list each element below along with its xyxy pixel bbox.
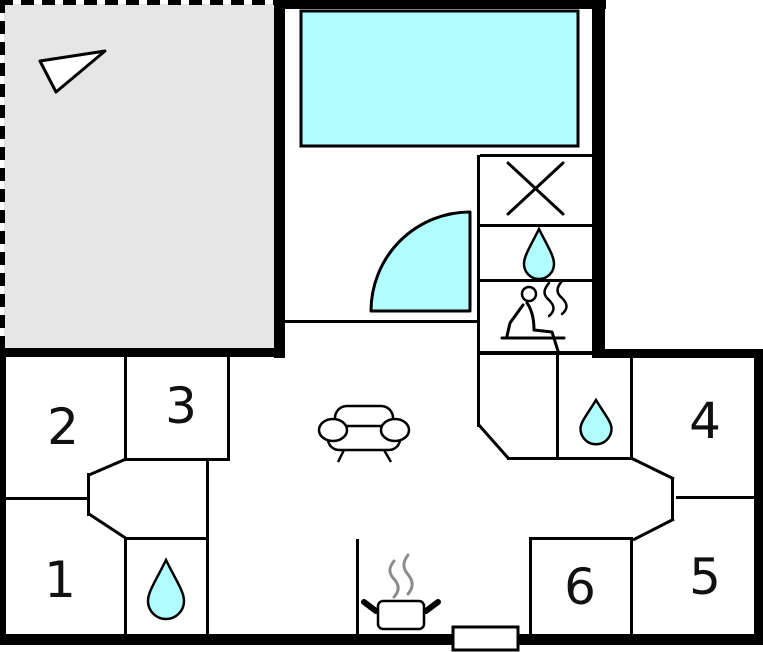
wall-pool-room-bottom [284, 320, 480, 323]
interior-walls [0, 154, 755, 637]
room-label-3: 3 [165, 377, 197, 435]
wall-hall-end [671, 478, 674, 521]
wall-left-vestibule-chamfer-top [88, 457, 127, 477]
wall-top [274, 0, 606, 9]
wall-bath-column-left [477, 155, 480, 427]
wall-living-left [206, 458, 209, 637]
wall-room3-right [227, 357, 230, 461]
door-swing-icon [369, 210, 472, 313]
wall-xroom-bottom [480, 224, 592, 227]
sofa-icon [317, 404, 411, 463]
wall-bathroom-left [124, 537, 127, 637]
wall-room3-bottom [124, 458, 230, 461]
wall-room1-room2-divider [0, 497, 89, 500]
wall-right-wing-top [592, 349, 763, 358]
north-arrow-icon [38, 49, 107, 94]
wall-left-wing-top [0, 348, 284, 357]
wall-right [754, 349, 763, 645]
wall-bottom [0, 634, 763, 645]
water-drop-icon-bathroom [146, 557, 186, 621]
sauna-person-arm [505, 303, 525, 338]
wall-left-vestibule-end [87, 473, 90, 516]
swimming-pool-icon [299, 9, 580, 148]
wall-hallbath-right [630, 353, 633, 460]
wall-hall-top [507, 457, 633, 460]
sauna-icon [500, 279, 568, 353]
wall-room6-left [529, 537, 532, 637]
wall-bathroom-top [124, 537, 209, 540]
wall-xroom-top [480, 154, 592, 157]
sofa-leg-right [382, 449, 393, 463]
room-label-1: 1 [44, 551, 76, 609]
terrace-fill [4, 4, 275, 350]
room-label-2: 2 [47, 398, 79, 456]
stove-steam-2 [402, 553, 414, 596]
wall-room5-room6-divider [630, 537, 633, 637]
pot-handle-left [361, 599, 379, 614]
wall-hall-chamfer-top [630, 456, 675, 481]
wall-room2-room3-divider [124, 357, 127, 461]
wall-hallbath-left [556, 353, 559, 460]
wall-room6-top [529, 537, 633, 540]
wall-terrace-right [274, 0, 285, 358]
sauna-person-head [520, 285, 538, 303]
water-drop-icon-bath-column [522, 226, 556, 281]
stove-steam-1 [388, 559, 400, 599]
room-label-6: 6 [564, 558, 596, 616]
wall-kitchen-divider [356, 539, 359, 637]
water-drop-icon-hall-bath [579, 397, 613, 446]
room-label-4: 4 [689, 392, 721, 450]
wall-pool-right [592, 0, 605, 358]
wall-sauna-bottom [480, 351, 592, 355]
sofa-armrest-left [317, 417, 349, 443]
terrace-area [0, 0, 277, 352]
entrance-marker [451, 625, 520, 652]
stove-icon [361, 553, 441, 631]
wall-room4-room5-divider [676, 496, 755, 499]
wall-left-vestibule-chamfer-bottom [88, 512, 128, 541]
sauna-person-leg [532, 328, 560, 353]
sauna-person-back [525, 301, 536, 332]
pot-body [376, 599, 426, 631]
sofa-armrest-right [379, 417, 411, 443]
wall-sauna-vestibule-chamfer [476, 423, 511, 460]
wall-hall-chamfer-bottom [632, 517, 675, 542]
sauna-steam-1 [543, 281, 555, 318]
sofa-leg-left [336, 449, 346, 463]
cross-line-2 [506, 161, 565, 216]
cross-window-icon [506, 161, 565, 216]
room-label-5: 5 [689, 548, 721, 606]
sauna-steam-2 [556, 279, 568, 316]
wall-bath-bottom [480, 279, 592, 282]
pot-handle-right [423, 599, 441, 614]
